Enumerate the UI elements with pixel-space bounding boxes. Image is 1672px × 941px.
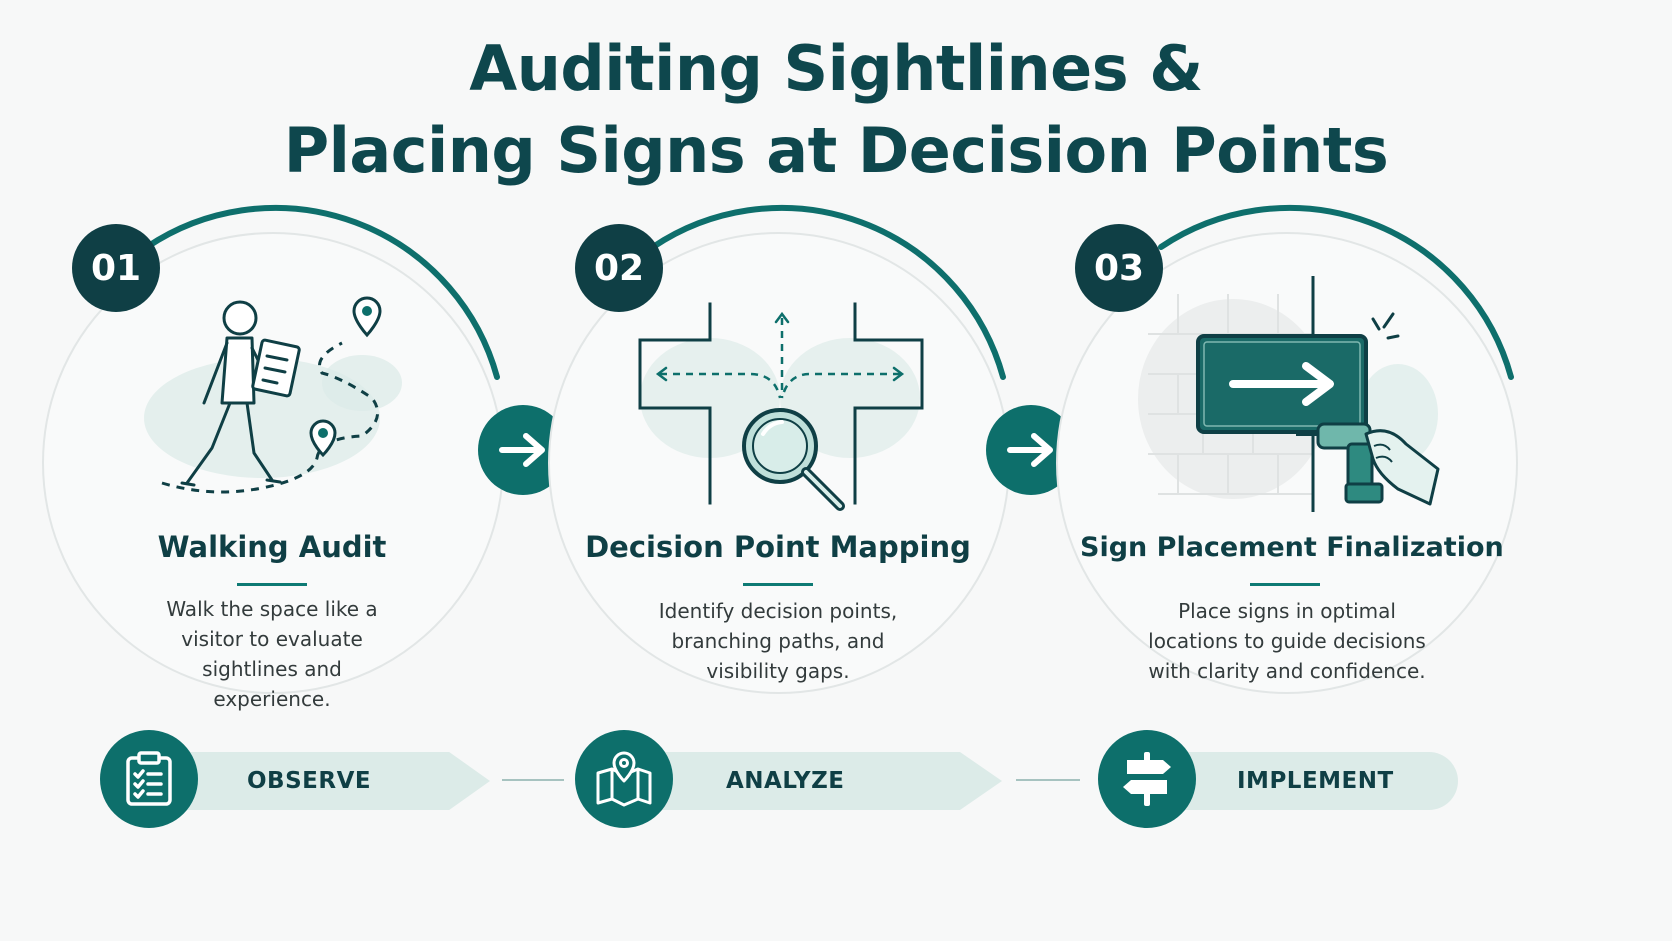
stage-1-number-badge: 01: [72, 224, 160, 312]
stage-1-description: Walk the space like a visitor to evaluat…: [166, 597, 378, 711]
walking-person-illustration: [144, 296, 402, 494]
phase-implement-icon-circle: [1098, 730, 1196, 828]
phase-analyze-label: ANALYZE: [726, 768, 845, 794]
signpost-icon: [1123, 752, 1171, 806]
stage-3-number-badge: 03: [1075, 224, 1163, 312]
title-line-1: Auditing Sightlines &: [469, 32, 1203, 105]
map-pin-icon: [596, 751, 652, 807]
map-pin-icon: [352, 296, 382, 338]
phase-implement-label: IMPLEMENT: [1237, 768, 1394, 794]
stage-2-description: Identify decision points, branching path…: [658, 599, 898, 683]
intersection-magnifier-illustration: [638, 302, 924, 511]
stage-3-description: Place signs in optimal locations to guid…: [1148, 599, 1426, 683]
arrow-sign-icon: [1196, 334, 1368, 434]
sign-installation-illustration: [1138, 276, 1440, 512]
stage-3-title: Sign Placement Finalization: [1080, 532, 1504, 563]
map-pin-icon: [309, 419, 337, 458]
phase-observe-label: OBSERVE: [247, 768, 372, 794]
magnifying-glass-icon: [742, 408, 845, 511]
arrow-right-icon: [499, 433, 545, 467]
stage-1-title: Walking Audit: [157, 530, 387, 564]
stage-3-underline: [1250, 583, 1320, 586]
phase-observe-icon-circle: [100, 730, 198, 828]
stage-2-number-badge: 02: [575, 224, 663, 312]
phase-connector-2: [1016, 779, 1080, 781]
stage-1-underline: [237, 583, 307, 586]
arrow-right-icon: [1007, 433, 1053, 467]
phase-analyze-pill: [620, 752, 1002, 810]
title-line-2: Placing Signs at Decision Points: [283, 114, 1389, 187]
clipboard-checklist-icon: [126, 751, 172, 806]
phase-analyze-icon-circle: [575, 730, 673, 828]
phase-observe-pill: [150, 752, 490, 810]
power-drill-icon: [1296, 422, 1440, 506]
stage-2-title: Decision Point Mapping: [585, 530, 971, 564]
stage-2-underline: [743, 583, 813, 586]
phase-connector-1: [502, 779, 564, 781]
page-title: Auditing Sightlines & Placing Signs at D…: [0, 28, 1672, 192]
